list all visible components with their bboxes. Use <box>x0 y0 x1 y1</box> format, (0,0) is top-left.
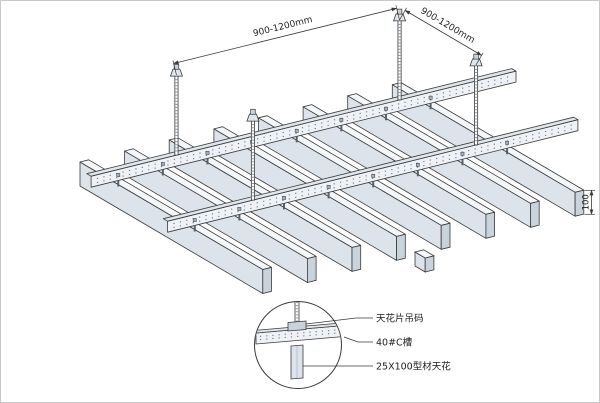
detail-view: 天花片吊码 40#C槽 25X100型材天花 <box>254 301 451 389</box>
clip-stud <box>416 162 420 167</box>
clip-stud <box>384 106 388 111</box>
clip-stud <box>294 128 299 133</box>
dimension-label-hanger-spacing: 900-1200mm <box>252 15 313 39</box>
baffle-panel-top <box>347 93 540 204</box>
dimension-hanger-spacing: 900-1200mm <box>172 5 400 76</box>
clip-stud <box>161 162 165 166</box>
detail-channel-holes <box>259 329 341 337</box>
dimension-label-panel-height: 100 <box>582 194 592 210</box>
clip-stud <box>339 117 344 122</box>
leader-line-channel <box>343 336 373 343</box>
baffle-panel-end <box>262 266 272 294</box>
detail-label-profile-panel: 25X100型材天花 <box>376 361 451 373</box>
clip-stud <box>371 173 376 178</box>
detail-contents <box>255 302 341 380</box>
baffle-panel-top <box>213 126 406 237</box>
dimension-line <box>404 10 483 56</box>
hanger-rod <box>474 64 479 146</box>
loose-panel-piece <box>413 249 435 273</box>
clip-stud <box>192 218 197 222</box>
baffle-panel-top <box>79 159 272 270</box>
hanger-rod <box>174 74 179 156</box>
clip-stud <box>428 95 433 100</box>
anchor-bolt <box>473 53 479 60</box>
anchor-plate <box>246 113 260 122</box>
hanger-rod <box>397 19 402 101</box>
dimension-panel-height: 100 <box>582 189 595 215</box>
channel-flange <box>86 68 517 177</box>
baffle-panel-end <box>485 211 496 239</box>
baffle-panel-end <box>306 255 317 283</box>
dimension-line <box>173 7 398 65</box>
carrier-channel-back <box>86 8 517 188</box>
detail-circle <box>254 301 342 389</box>
hanger-rod <box>250 119 255 201</box>
carrier-channels-and-hangers <box>86 8 579 233</box>
anchor-bolt <box>250 108 256 115</box>
dimension-label-carrier-spacing: 900-1200mm <box>419 6 477 46</box>
baffle-panel-end <box>351 244 362 272</box>
clip-stud <box>282 196 286 200</box>
carrier-channel-front <box>162 53 579 233</box>
baffle-panel-top <box>302 104 496 215</box>
baffle-panel-end <box>530 200 540 228</box>
clip-stud <box>116 173 121 177</box>
loose-piece-top <box>413 249 435 259</box>
loose-piece-end <box>424 255 435 273</box>
extension-line <box>399 7 407 21</box>
clip-stud <box>505 140 509 145</box>
clip-stud <box>205 151 210 155</box>
baffle-panel-top <box>258 115 451 226</box>
detail-label-hanger-clip: 天花片吊码 <box>376 313 424 325</box>
baffle-panel-top <box>124 148 317 259</box>
channel-perforation-holes <box>173 128 573 229</box>
detail-channel-web <box>255 325 341 345</box>
detail-hanger-clip <box>287 320 307 332</box>
detail-label-c-channel: 40#C槽 <box>376 337 413 349</box>
baffle-panel-end <box>440 222 451 250</box>
baffle-panel-end <box>396 233 406 261</box>
clip-stud <box>237 207 242 211</box>
leader-line-clip <box>305 317 373 325</box>
clip-stud <box>460 151 465 156</box>
clip-stud <box>326 185 331 189</box>
detail-channel-holes <box>259 332 341 341</box>
anchor-plate <box>169 68 184 77</box>
dimension-carrier-spacing: 900-1200mm <box>399 6 484 66</box>
